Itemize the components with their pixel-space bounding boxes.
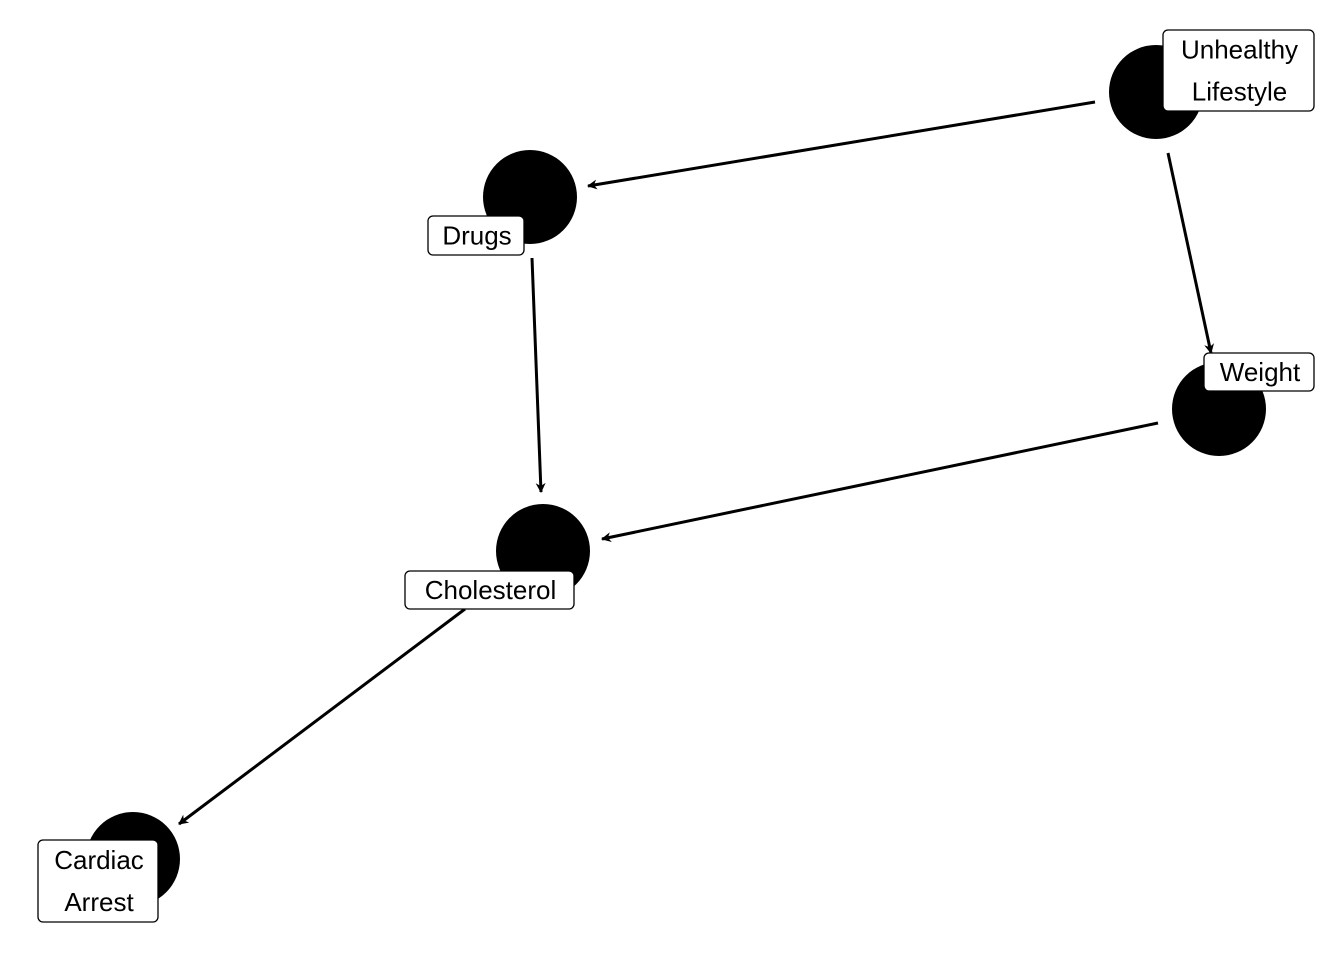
node-label-drugs: Drugs [427,215,525,256]
edge-weight-to-cholesterol [601,421,1159,543]
label-box [37,839,159,923]
label-text: Cardiac [54,845,144,875]
label-box [427,215,525,256]
label-box [404,570,575,610]
node-label-weight: Weight [1203,352,1315,392]
edge-cholesterol-to-cardiac-arrest [178,607,466,826]
edge-unhealthy-lifestyle-to-weight [1166,152,1214,354]
label-text: Cholesterol [425,575,557,605]
edge-unhealthy-lifestyle-to-drugs [587,100,1096,190]
edge-drugs-to-cholesterol [530,257,546,493]
node-label-cholesterol: Cholesterol [404,570,575,610]
label-text: Unhealthy [1181,35,1298,65]
label-box [1203,352,1315,392]
label-text: Lifestyle [1192,77,1287,107]
label-box [1162,29,1315,112]
label-text: Drugs [442,221,511,251]
label-text: Arrest [64,887,134,917]
label-text: Weight [1220,357,1301,387]
